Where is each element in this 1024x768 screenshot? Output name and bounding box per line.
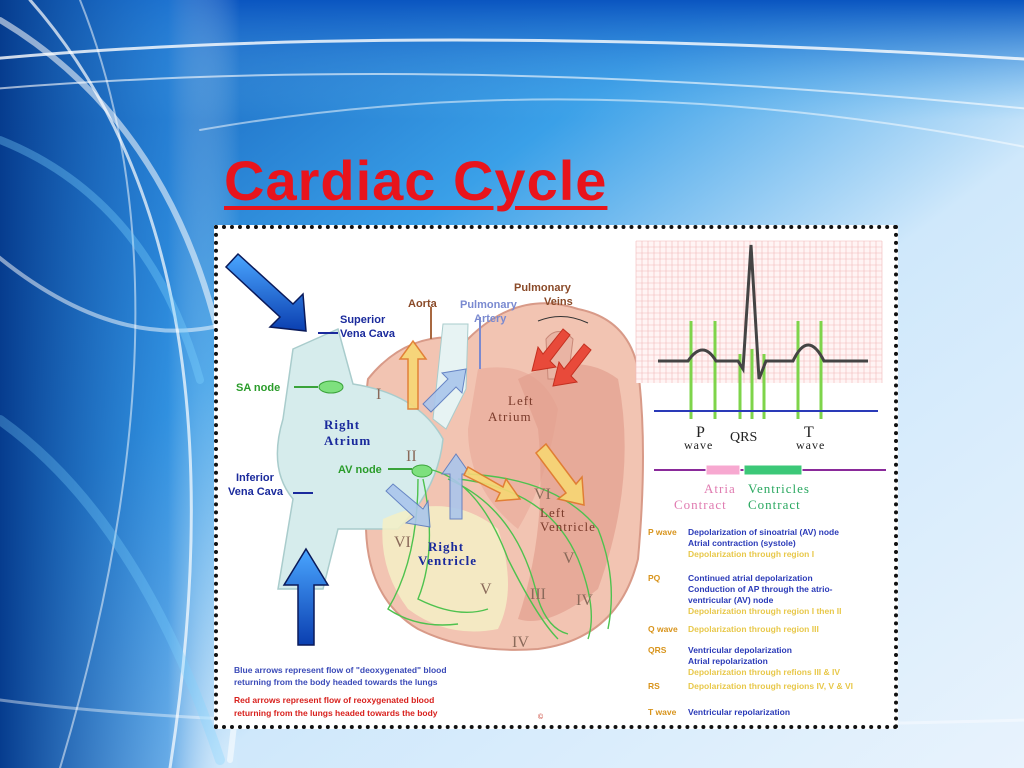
svg-text:Vena Cava: Vena Cava xyxy=(228,486,284,498)
svg-text:returning from the body headed: returning from the body headed towards t… xyxy=(234,677,438,687)
left-atrium-label: Left xyxy=(508,393,534,408)
phase-key: P wave xyxy=(648,527,677,537)
phase-description: Continued atrial depolarization xyxy=(688,573,813,583)
phase-key: Q wave xyxy=(648,624,678,634)
phase-key: T wave xyxy=(648,707,677,717)
blue-arrow-note: Blue arrows represent flow of "deoxygena… xyxy=(234,665,447,675)
heart-illustration xyxy=(224,252,644,651)
phase-key: RS xyxy=(648,681,660,691)
svg-text:wave: wave xyxy=(796,438,825,452)
inferior-vena-cava-label: Inferior xyxy=(236,472,275,484)
phase-description: ventricular (AV) node xyxy=(688,595,774,605)
phase-region-note: Depolarization through region I xyxy=(688,549,814,559)
region-i-label: I xyxy=(376,386,381,403)
t-wave-label: T xyxy=(804,424,814,441)
p-wave-label: P xyxy=(696,424,705,441)
svg-text:Superior: Superior xyxy=(340,314,386,326)
atria-contract-bar xyxy=(705,464,741,476)
pulmonary-veins-label: Pulmonary xyxy=(514,282,572,294)
slide-title: Cardiac Cycle xyxy=(224,149,608,212)
ventricles-contract-bar xyxy=(743,464,803,476)
cardiac-cycle-diagram: Superior Vena Cava Aorta Pulmonary Arter… xyxy=(214,225,898,729)
svg-text:Vena Cava: Vena Cava xyxy=(340,328,396,340)
region-vi-label: VI xyxy=(394,534,411,551)
right-atrium-label: Right xyxy=(324,417,360,432)
phase-description: Conduction of AP through the atrio- xyxy=(688,584,833,594)
region-v-label: V xyxy=(563,550,575,567)
phase-description: Depolarization of sinoatrial (AV) node xyxy=(688,527,839,537)
ventricles-contract-label: Ventricles xyxy=(748,481,810,496)
phase-region-note: Depolarization through region III xyxy=(688,624,819,634)
qrs-label: QRS xyxy=(730,430,757,445)
svg-text:Atrium: Atrium xyxy=(488,409,532,424)
phase-region-note: Depolarization through region I then II xyxy=(688,606,841,616)
svg-text:Artery: Artery xyxy=(474,313,507,325)
svg-text:returning from the lungs heade: returning from the lungs headed towards … xyxy=(234,708,438,718)
aorta-label: Aorta xyxy=(408,298,438,310)
phase-table: P wave Depolarization of sinoatrial (AV) … xyxy=(648,527,853,717)
svg-text:Contract: Contract xyxy=(674,497,727,512)
phase-description: Ventricular depolarization xyxy=(688,645,792,655)
svg-text:Atrium: Atrium xyxy=(324,433,371,448)
svg-text:Pulmonary: Pulmonary xyxy=(514,282,572,294)
phase-description: Atrial repolarization xyxy=(688,656,768,666)
ecg-panel xyxy=(635,240,883,419)
phase-key: QRS xyxy=(648,645,667,655)
superior-vena-cava-label: Superior xyxy=(340,314,386,326)
phase-description: Atrial contraction (systole) xyxy=(688,538,796,548)
red-arrow-note: Red arrows represent flow of reoxygenate… xyxy=(234,695,434,705)
region-iv-label: IV xyxy=(512,634,529,651)
phase-description: Ventricular repolarization xyxy=(688,707,790,717)
region-iii-label: III xyxy=(530,586,546,603)
svg-text:Pulmonary: Pulmonary xyxy=(460,299,518,311)
phase-key: PQ xyxy=(648,573,661,583)
svg-text:Ventricle: Ventricle xyxy=(418,553,477,568)
svg-text:wave: wave xyxy=(684,438,713,452)
svg-text:Veins: Veins xyxy=(544,296,573,308)
region-iv-label: IV xyxy=(576,592,593,609)
svg-text:Inferior: Inferior xyxy=(236,472,275,484)
right-ventricle-label: Right xyxy=(428,539,464,554)
sa-node-label: SA node xyxy=(236,382,280,394)
copyright-mark: © xyxy=(538,713,544,721)
region-ii-label: II xyxy=(406,448,417,465)
phase-region-note: Depolarization through refions III & IV xyxy=(688,667,840,677)
left-ventricle-label: Left xyxy=(540,505,566,520)
region-vi-label: VI xyxy=(534,486,551,503)
av-node-label: AV node xyxy=(338,464,382,476)
svg-text:Ventricle: Ventricle xyxy=(540,519,596,534)
svg-text:Contract: Contract xyxy=(748,497,801,512)
phase-region-note: Depolarization through regions IV, V & V… xyxy=(688,681,853,691)
pulmonary-artery-label: Pulmonary xyxy=(460,299,518,311)
region-v-label: V xyxy=(480,581,492,598)
atria-contract-label: Atria xyxy=(704,481,736,496)
